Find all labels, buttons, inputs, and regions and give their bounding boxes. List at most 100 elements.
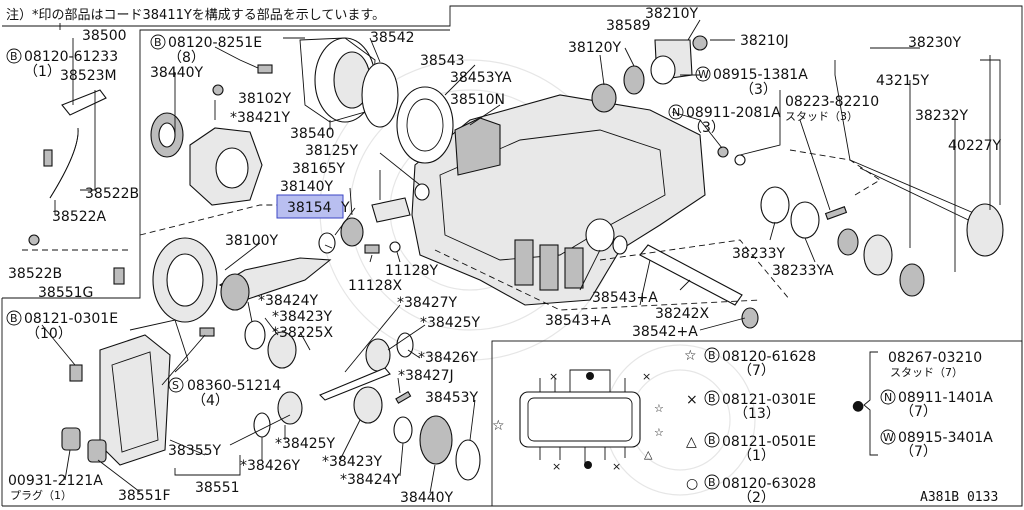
label-38232Y[interactable]: 38232Y [915,108,969,124]
cross-marker: × [552,460,561,473]
label-38523M[interactable]: 38523M [60,68,117,84]
label-08360-51214[interactable]: 08360-51214 [187,378,281,394]
label-43215Y[interactable]: 43215Y [876,73,930,89]
seal-side [837,228,859,256]
legend-dot-part1[interactable]: 08267-03210 [888,350,982,366]
label-38426Y-upper[interactable]: *38426Y [418,350,479,366]
label-38140Y[interactable]: 38140Y [280,179,334,195]
star-marker: ☆ [654,426,664,439]
label-38426Y-lower[interactable]: *38426Y [240,458,301,474]
label-38100Y[interactable]: 38100Y [225,233,279,249]
label-38120Y[interactable]: 38120Y [568,40,622,56]
label-08120-61233[interactable]: 08120-61233 [24,49,118,65]
legend-dot-part3[interactable]: 08915-3401A [898,430,993,446]
qty-08120-8251E: （8） [168,50,205,66]
label-38427J[interactable]: *38427J [398,368,454,384]
label-38424Y-lower[interactable]: *38424Y [340,472,401,488]
dot-marker [584,461,592,469]
label-11128X[interactable]: 11128X [348,278,403,294]
legend-star-part[interactable]: 08120-61628 [722,349,816,365]
label-38427Y[interactable]: *38427Y [397,295,458,311]
label-38355Y[interactable]: 38355Y [168,443,222,459]
gasket-38233YA [790,201,820,239]
symbol-s: S [172,379,179,392]
nut-38210J [692,35,708,51]
label-38551[interactable]: 38551 [195,480,240,496]
cross-marker: × [612,460,621,473]
label-38542A[interactable]: 38542+A [632,324,698,340]
tube-38242X [639,244,743,306]
symbol-w: W [883,431,894,444]
legend-dot-part2[interactable]: 08911-1401A [898,390,993,406]
label-08911-2081A[interactable]: 08911-2081A [686,105,781,121]
label-38125Y[interactable]: 38125Y [305,143,359,159]
sub-08223-82210: スタッド（3） [785,110,858,123]
label-38233Y[interactable]: 38233Y [732,246,786,262]
bearing-38140Y [340,217,364,247]
label-38510N[interactable]: 38510N [450,92,505,108]
nut-08911 [717,146,729,158]
label-38225X[interactable]: *38225X [272,325,334,341]
label-38522B-lower[interactable]: 38522B [8,266,62,282]
oring-38542A [741,307,759,329]
label-38543A-upper[interactable]: 38543+A [592,290,658,306]
label-38522B-upper[interactable]: 38522B [85,186,139,202]
label-38551F[interactable]: 38551F [118,488,171,504]
label-38210J[interactable]: 38210J [740,33,789,49]
side-gear-38425Y [365,338,391,372]
label-38551G[interactable]: 38551G [38,285,93,301]
bolt-08120-8251E [257,64,273,74]
label-38421Y[interactable]: *38421Y [230,110,291,126]
label-38440Y-upper[interactable]: 38440Y [150,65,204,81]
label-38522A[interactable]: 38522A [52,209,107,225]
label-38543[interactable]: 38543 [420,53,465,69]
legend-box [491,340,1023,507]
label-00931-2121A[interactable]: 00931-2121A [8,473,103,489]
cross-marker: × [549,370,558,383]
shim-38154Y [318,232,336,254]
label-08121-0301E[interactable]: 08121-0301E [24,311,118,327]
label-38102Y[interactable]: 38102Y [238,91,292,107]
label-38540[interactable]: 38540 [290,126,335,142]
highlighted-part-38154Y[interactable]: 38154 [287,200,332,216]
label-38165Y[interactable]: 38165Y [292,161,346,177]
label-38242X[interactable]: 38242X [655,306,710,322]
label-38425Y-lower[interactable]: *38425Y [275,436,336,452]
label-40227Y[interactable]: 40227Y [948,138,1002,154]
axle-shaft-38230Y [849,159,991,221]
bearing-38440Y-lower [419,415,453,465]
label-38425Y-upper[interactable]: *38425Y [420,315,481,331]
label-38589[interactable]: 38589 [606,18,651,34]
flange-40227Y [966,203,1004,257]
label-38453YA[interactable]: 38453YA [450,70,512,86]
note-text: 注）*印の部品はコード38411Yを構成する部品を示しています。 [6,8,385,23]
legend-triangle-part[interactable]: 08121-0501E [722,434,816,450]
hose-38522A [49,127,79,199]
label-38230Y[interactable]: 38230Y [908,35,962,51]
label-11128Y[interactable]: 11128Y [385,263,439,279]
label-38210Y[interactable]: 38210Y [645,6,699,22]
legend-content: ☆ ☆ ☆ × × × × △ ☆ B 08120-61628 （7） × B … [492,347,993,506]
legend-cross-part[interactable]: 08121-0301E [722,392,816,408]
label-38424Y-upper[interactable]: *38424Y [258,293,319,309]
label-38423Y-upper[interactable]: *38423Y [272,309,333,325]
label-08223-82210[interactable]: 08223-82210 [785,94,879,110]
label-08120-8251E[interactable]: 08120-8251E [168,35,262,51]
pinion-shaft-38427Y [319,367,391,401]
housing-rib [514,239,534,286]
label-38233YA[interactable]: 38233YA [772,263,834,279]
nut-38102Y [212,84,224,96]
label-38500[interactable]: 38500 [82,28,127,44]
label-38543A-lower[interactable]: 38543+A [545,313,611,329]
washer-08915 [734,154,746,166]
label-38542[interactable]: 38542 [370,30,415,46]
legend-circle-part[interactable]: 08120-63028 [722,476,816,492]
label-38423Y-lower[interactable]: *38423Y [322,454,383,470]
label-38440Y-lower[interactable]: 38440Y [400,490,454,506]
label-08915-1381A[interactable]: 08915-1381A [713,67,808,83]
qty-08915-1381A: （3） [740,82,777,98]
label-38453Y[interactable]: 38453Y [425,390,479,406]
qty-08360: （4） [192,393,229,409]
symbol-n: N [884,391,892,404]
